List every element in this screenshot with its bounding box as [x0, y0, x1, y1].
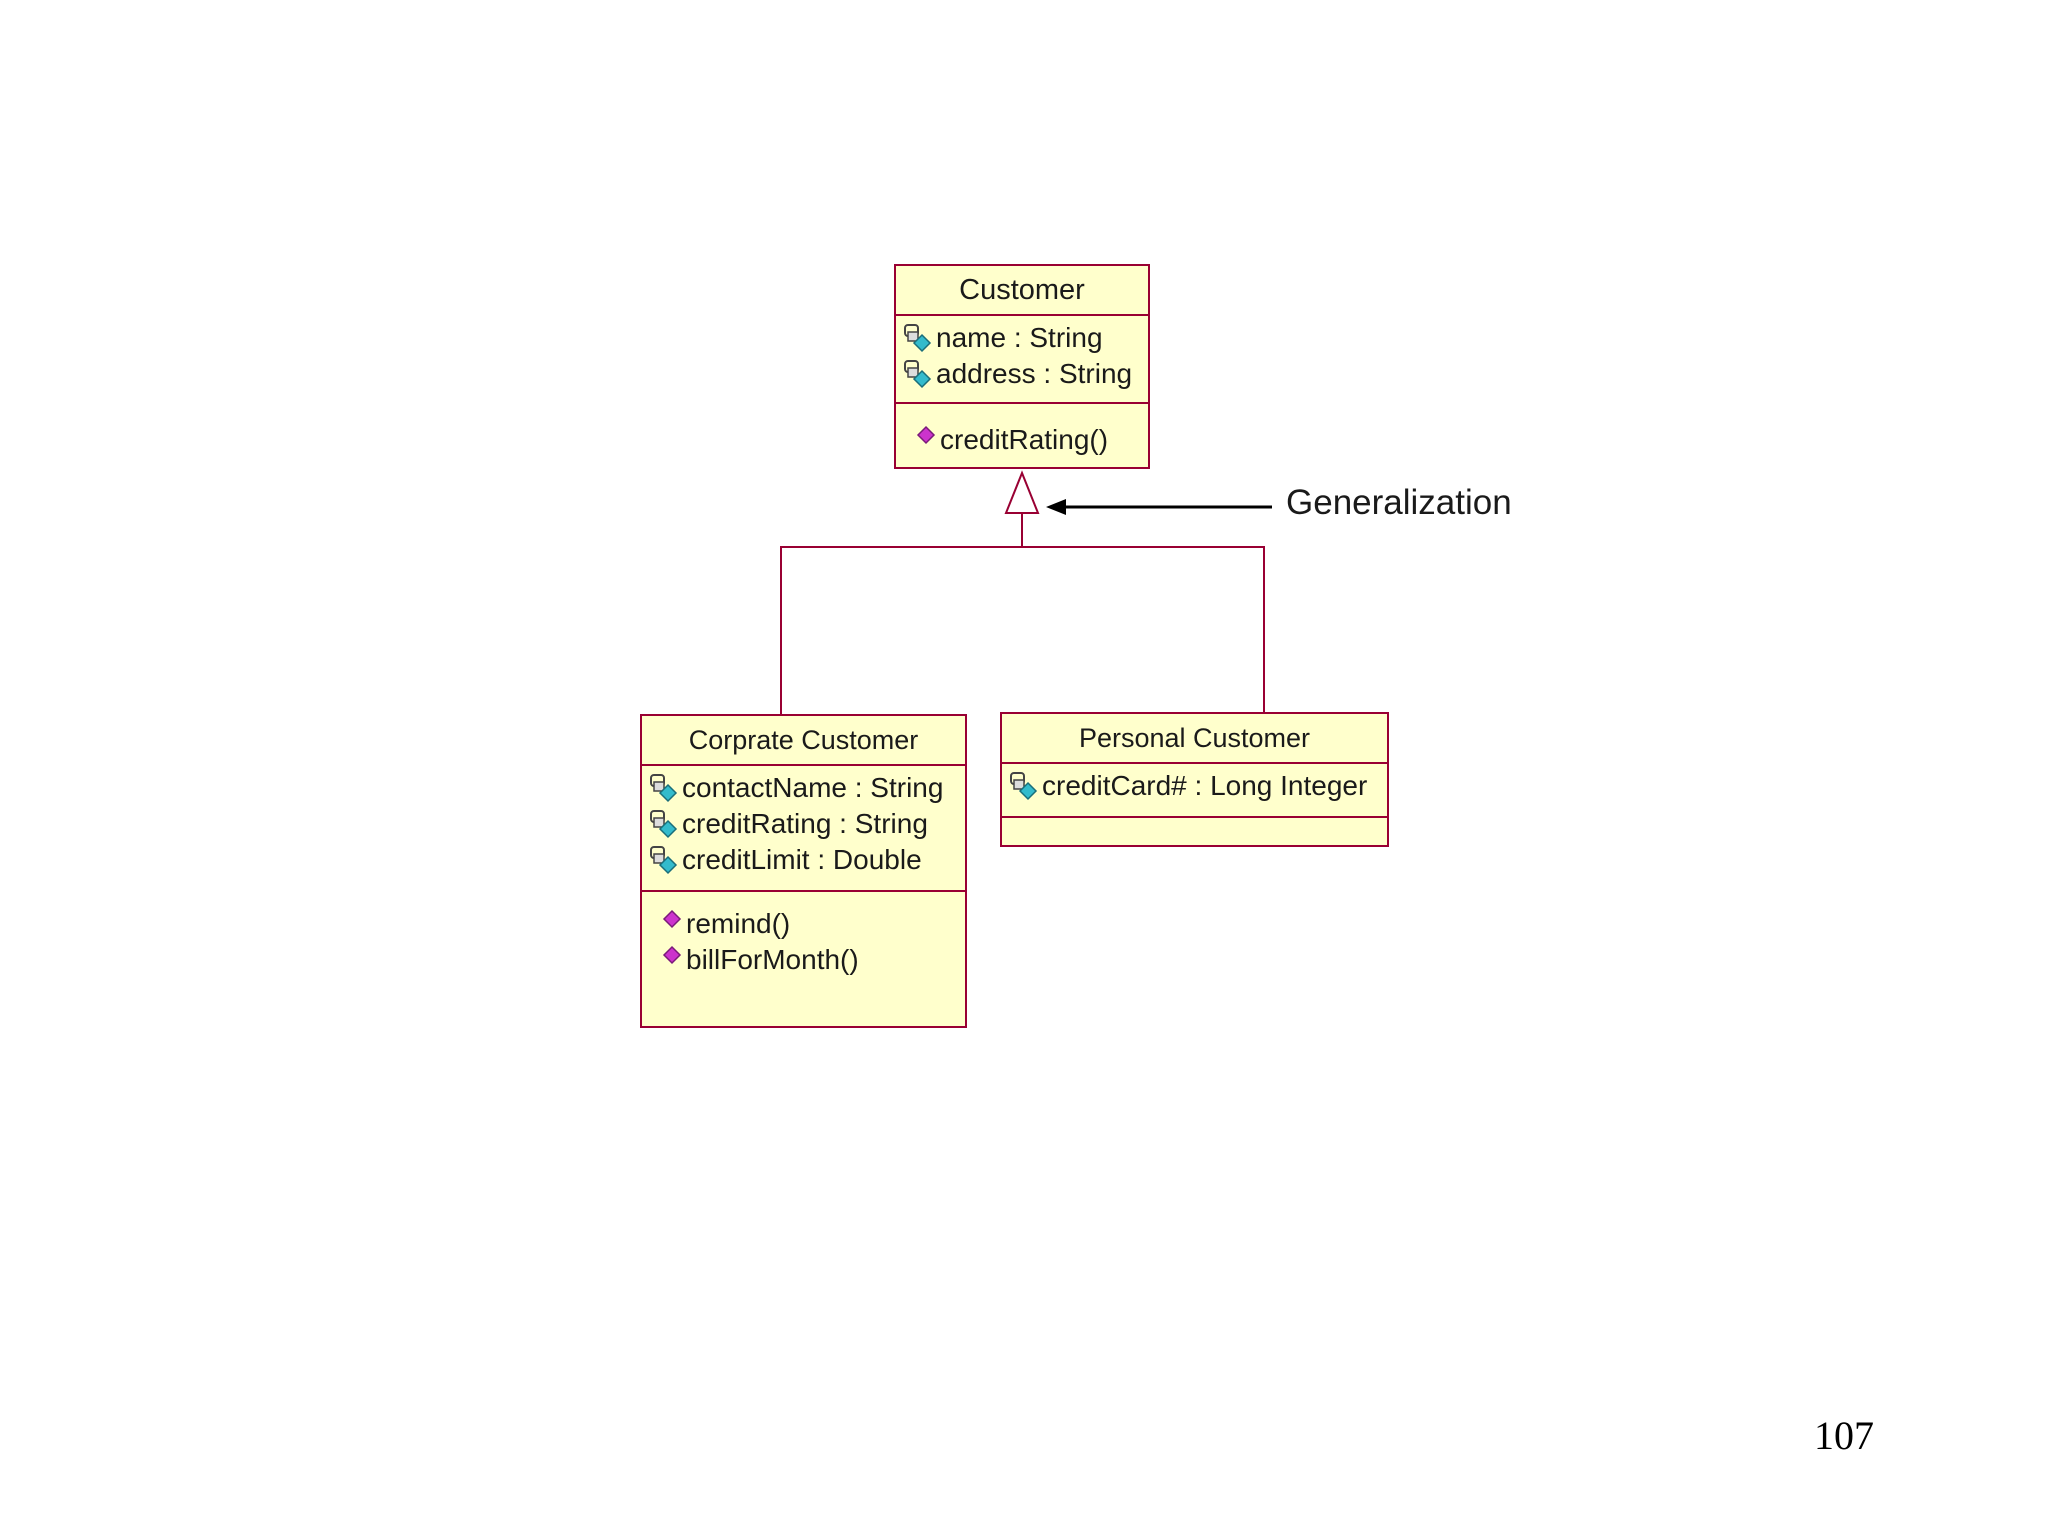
- attribute-row: address : String: [902, 356, 1148, 392]
- operation-row: creditRating(): [916, 422, 1148, 458]
- public-operation-icon: [662, 909, 686, 939]
- private-attribute-icon: [648, 809, 682, 839]
- attribute-row: creditRating : String: [648, 806, 965, 842]
- attribute-text: creditCard# : Long Integer: [1042, 770, 1368, 801]
- private-attribute-icon: [648, 845, 682, 875]
- operation-compartment-customer: creditRating(): [896, 404, 1148, 467]
- class-name-personal-customer: Personal Customer: [1002, 714, 1387, 764]
- private-attribute-icon: [648, 773, 682, 803]
- attribute-row: name : String: [902, 320, 1148, 356]
- operation-compartment-corporate: remind() billForMonth(): [642, 892, 965, 1026]
- operation-text: creditRating(): [940, 424, 1109, 455]
- class-personal-customer[interactable]: Personal Customer creditCard# : Long Int…: [1000, 712, 1389, 847]
- generalization-label: Generalization: [1286, 483, 1512, 522]
- attribute-text: name : String: [936, 322, 1103, 353]
- private-attribute-icon: [902, 323, 936, 353]
- attribute-text: contactName : String: [682, 772, 944, 803]
- operation-text: billForMonth(): [686, 944, 859, 975]
- private-attribute-icon: [1008, 771, 1042, 801]
- attribute-compartment-customer: name : String address : String: [896, 316, 1148, 404]
- class-name-customer: Customer: [896, 266, 1148, 316]
- class-name-corporate-customer: Corprate Customer: [642, 716, 965, 766]
- generalization-line-corporate: [780, 546, 1265, 714]
- class-customer[interactable]: Customer name : String address : String: [894, 264, 1150, 469]
- public-operation-icon: [662, 945, 686, 975]
- class-corporate-customer[interactable]: Corprate Customer contactName : String c…: [640, 714, 967, 1028]
- operation-row: billForMonth(): [662, 942, 965, 978]
- operation-text: remind(): [686, 908, 791, 939]
- attribute-text: creditLimit : Double: [682, 844, 922, 875]
- attribute-compartment-corporate: contactName : String creditRating : Stri…: [642, 766, 965, 892]
- annotation-arrowhead: [1046, 499, 1066, 515]
- operation-compartment-personal: [1002, 818, 1387, 845]
- attribute-compartment-personal: creditCard# : Long Integer: [1002, 764, 1387, 818]
- attribute-row: contactName : String: [648, 770, 965, 806]
- private-attribute-icon: [902, 359, 936, 389]
- attribute-row: creditLimit : Double: [648, 842, 965, 878]
- attribute-text: creditRating : String: [682, 808, 928, 839]
- attribute-text: address : String: [936, 358, 1133, 389]
- page-number: 107: [1814, 1413, 1874, 1458]
- operation-row: remind(): [662, 906, 965, 942]
- generalization-triangle: [1004, 470, 1040, 514]
- attribute-row: creditCard# : Long Integer: [1008, 768, 1387, 804]
- public-operation-icon: [916, 425, 940, 455]
